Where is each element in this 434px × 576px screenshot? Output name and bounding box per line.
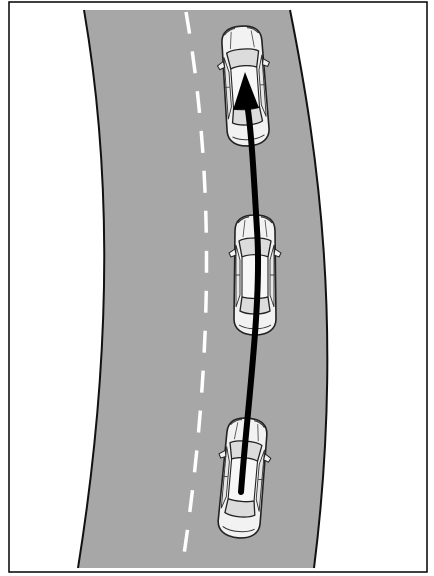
road-surface: [78, 10, 327, 568]
